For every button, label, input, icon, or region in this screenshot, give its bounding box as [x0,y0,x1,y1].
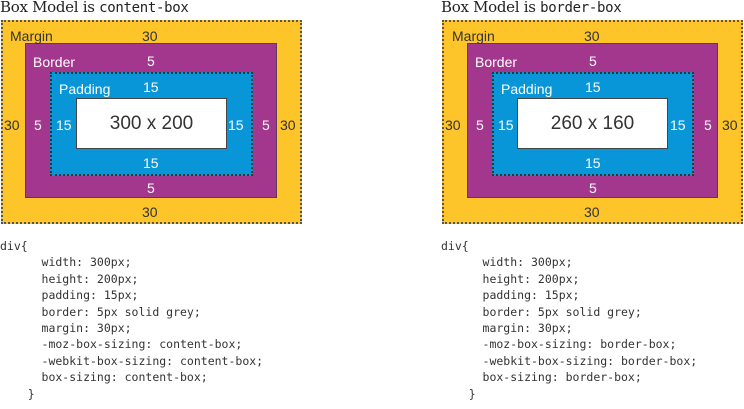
margin-label: Margin [452,28,495,44]
code-line: padding: 15px; [441,288,580,303]
padding-left-value: 15 [56,117,72,133]
margin-bottom-value: 30 [584,204,600,220]
code-line: margin: 30px; [441,321,573,336]
title-prefix: Box Model is [441,0,541,16]
content-box-panel: Box Model is content-box 300 x 200 Margi… [0,0,310,409]
code-line: } [441,386,476,401]
padding-bottom-value: 15 [585,155,601,171]
padding-right-value: 15 [670,117,686,133]
padding-top-value: 15 [143,79,159,95]
margin-left-value: 30 [445,117,461,133]
border-label: Border [475,54,518,70]
border-left-value: 5 [34,117,42,133]
code-line: padding: 15px; [0,288,139,303]
title-mode: content-box [99,0,189,16]
code-line: width: 300px; [0,255,132,270]
code-line: } [0,386,35,401]
title-mode: border-box [540,0,622,16]
padding-right-value: 15 [228,117,244,133]
border-right-value: 5 [262,117,270,133]
code-line: border: 5px solid grey; [441,304,642,319]
border-top-value: 5 [147,53,155,69]
code-line: -moz-box-sizing: border-box; [441,337,677,352]
margin-right-value: 30 [280,117,296,133]
border-bottom-value: 5 [147,180,155,196]
padding-top-value: 15 [585,79,601,95]
border-left-value: 5 [476,117,484,133]
code-line: height: 200px; [0,271,139,286]
code-line: div{ [0,239,28,253]
code-line: height: 200px; [441,271,580,286]
padding-label: Padding [501,81,553,97]
title-prefix: Box Model is [0,0,100,16]
code-line: border: 5px solid grey; [0,304,201,319]
css-code-block: div{ width: 300px; height: 200px; paddin… [0,238,263,402]
margin-top-value: 30 [142,28,158,44]
padding-bottom-value: 15 [143,155,159,171]
content-dimensions: 300 x 200 [109,112,194,134]
margin-label: Margin [10,28,53,44]
code-line: margin: 30px; [0,321,132,336]
panel-title: Box Model is border-box [441,0,622,16]
panel-title: Box Model is content-box [0,0,189,16]
border-bottom-value: 5 [589,180,597,196]
code-line: -webkit-box-sizing: content-box; [0,353,264,368]
code-line: box-sizing: border-box; [441,370,642,385]
margin-left-value: 30 [4,117,20,133]
code-line: box-sizing: content-box; [0,370,208,385]
border-box-panel: Box Model is border-box 260 x 160 Margin… [441,0,744,409]
content-dimensions: 260 x 160 [550,112,635,134]
content-area: 300 x 200 [76,98,227,149]
padding-left-value: 15 [498,117,514,133]
css-code-block: div{ width: 300px; height: 200px; paddin… [441,238,697,402]
code-line: -moz-box-sizing: content-box; [0,337,243,352]
border-label: Border [33,54,76,70]
code-line: width: 300px; [441,255,573,270]
content-area: 260 x 160 [517,98,668,149]
code-line: -webkit-box-sizing: border-box; [441,353,698,368]
margin-bottom-value: 30 [142,204,158,220]
padding-label: Padding [59,81,111,97]
margin-right-value: 30 [722,117,738,133]
border-right-value: 5 [704,117,712,133]
margin-top-value: 30 [584,28,600,44]
code-line: div{ [441,239,469,253]
border-top-value: 5 [589,53,597,69]
